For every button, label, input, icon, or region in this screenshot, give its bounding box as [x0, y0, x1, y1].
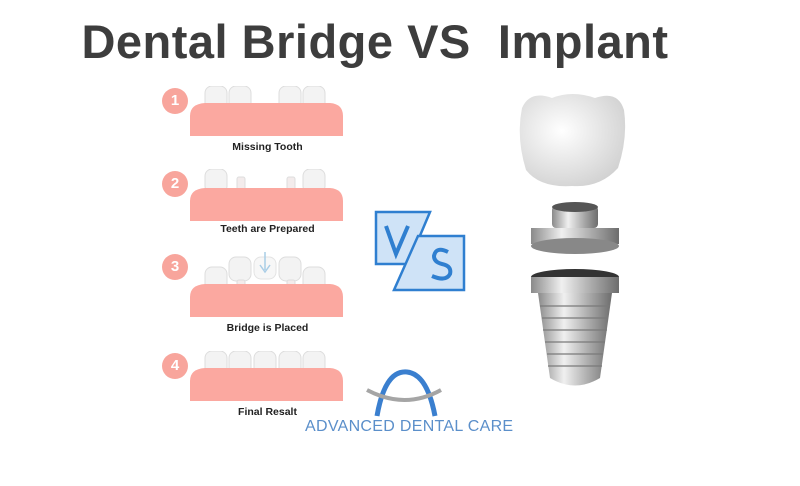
step-label: Missing Tooth: [232, 141, 303, 153]
prepared-teeth-illustration: [190, 169, 343, 221]
step-label: Final Resalt: [238, 406, 297, 418]
crown: [519, 94, 626, 187]
implant-screw: [538, 293, 612, 386]
step-number: 4: [162, 353, 188, 379]
step-4: 4 Final Resalt: [160, 351, 350, 431]
step-number: 1: [162, 88, 188, 114]
step-label: Bridge is Placed: [226, 322, 309, 334]
implant-illustration: [519, 94, 626, 386]
step-2: 2 Teeth are Prepared: [160, 169, 350, 249]
vs-icon: [374, 210, 466, 292]
logo-arch-icon: [366, 369, 442, 417]
step-1: 1 Missing Tooth: [160, 86, 350, 166]
bridge-placed-illustration: [190, 252, 343, 317]
logo-text: ADVANCED DENTAL CARE: [305, 418, 514, 435]
missing-tooth-illustration: [190, 86, 343, 136]
page-title: Dental Bridge VS Implant: [81, 15, 669, 68]
step-number: 2: [162, 171, 188, 197]
abutment: [552, 206, 598, 228]
arrow-down-icon: [259, 252, 271, 274]
final-result-illustration: [190, 351, 343, 401]
step-3: 3 Bridge is Placed: [160, 252, 350, 334]
step-label: Teeth are Prepared: [220, 223, 315, 235]
step-number: 3: [162, 254, 188, 280]
